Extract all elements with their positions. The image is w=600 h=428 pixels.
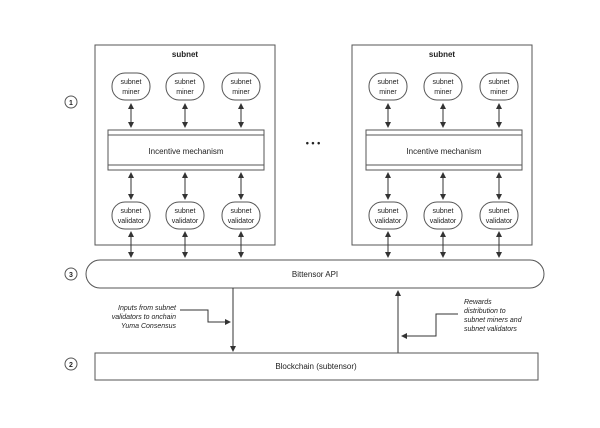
rewards-callout-arrow [401, 313, 458, 339]
inputs-annotation: Inputs from subnet validators to onchain… [112, 305, 177, 330]
node-label: subnet [120, 79, 141, 86]
subnet-miner-node: subnet miner [221, 72, 261, 101]
subnet-title: subnet [429, 50, 456, 59]
node-label: subnet [174, 79, 195, 86]
marker-label: 2 [69, 362, 73, 369]
subnet-validator-node: subnet validator [423, 201, 463, 230]
subnet-title: subnet [172, 50, 199, 59]
incentive-label: Incentive mechanism [148, 147, 223, 156]
incentive-mechanism-box: Incentive mechanism [107, 129, 265, 171]
node-label: subnet [120, 208, 141, 215]
annotation-line: Inputs from subnet [118, 305, 177, 312]
subnet-validator-node: subnet validator [221, 201, 261, 230]
marker-2: 2 [64, 357, 78, 371]
subnet-validator-node: subnet validator [479, 201, 519, 230]
subnet-miner-node: subnet miner [479, 72, 519, 101]
marker-label: 1 [69, 100, 73, 107]
node-label: validator [118, 218, 145, 225]
node-label: miner [176, 89, 194, 96]
subnet-validator-node: subnet validator [165, 201, 205, 230]
inputs-callout-arrow [180, 309, 231, 325]
node-label: validator [228, 218, 255, 225]
node-label: subnet [432, 208, 453, 215]
node-label: miner [232, 89, 250, 96]
node-label: miner [122, 89, 140, 96]
node-label: miner [434, 89, 452, 96]
ellipsis: • • • [306, 138, 320, 148]
annotation-line: validators to onchain [112, 314, 176, 321]
node-label: subnet [230, 208, 251, 215]
subnet-miner-node: subnet miner [165, 72, 205, 101]
incentive-mechanism-box: Incentive mechanism [365, 129, 523, 171]
annotation-line: subnet validators [464, 326, 517, 333]
subnet-miner-node: subnet miner [111, 72, 151, 101]
node-label: validator [430, 218, 457, 225]
subnet-miner-node: subnet miner [368, 72, 408, 101]
subnet-validator-node: subnet validator [368, 201, 408, 230]
node-label: validator [375, 218, 402, 225]
node-label: subnet [432, 79, 453, 86]
annotation-line: Yuma Consensus [121, 323, 176, 330]
node-label: subnet [174, 208, 195, 215]
node-label: validator [486, 218, 513, 225]
subnet-container-1: subnet subnet miner subnet miner subnet … [94, 44, 276, 246]
node-label: subnet [488, 79, 509, 86]
blockchain-box: Blockchain (subtensor) [94, 352, 539, 381]
blockchain-label: Blockchain (subtensor) [275, 362, 357, 371]
api-label: Bittensor API [292, 270, 338, 279]
marker-1: 1 [64, 95, 78, 109]
node-label: subnet [377, 208, 398, 215]
node-label: validator [172, 218, 199, 225]
node-label: subnet [377, 79, 398, 86]
annotation-line: Rewards [464, 299, 492, 306]
marker-3: 3 [64, 267, 78, 281]
rewards-annotation: Rewards distribution to subnet miners an… [464, 299, 523, 333]
marker-label: 3 [69, 272, 73, 279]
node-label: miner [490, 89, 508, 96]
subnet-validator-node: subnet validator [111, 201, 151, 230]
annotation-line: subnet miners and [464, 317, 523, 324]
annotation-line: distribution to [464, 308, 506, 315]
incentive-label: Incentive mechanism [406, 147, 481, 156]
node-label: miner [379, 89, 397, 96]
validator-api-arrows [128, 231, 502, 258]
subnet-miner-node: subnet miner [423, 72, 463, 101]
bittensor-api-bar: Bittensor API [85, 259, 545, 289]
subnet-container-2: subnet subnet miner subnet miner subnet … [351, 44, 533, 246]
node-label: subnet [488, 208, 509, 215]
node-label: subnet [230, 79, 251, 86]
